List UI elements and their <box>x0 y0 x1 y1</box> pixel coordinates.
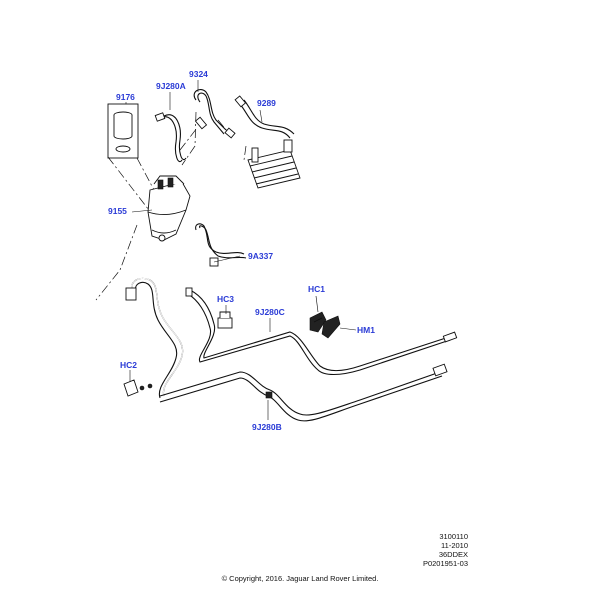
copyright-notice: © Copyright, 2016. Jaguar Land Rover Lim… <box>221 574 379 583</box>
callout-9155: 9155 <box>108 206 127 216</box>
callout-HM1: HM1 <box>357 325 375 335</box>
leader-lines <box>125 80 357 420</box>
fuel-filter-housing-9155 <box>147 175 191 242</box>
callout-9J280A: 9J280A <box>156 81 186 91</box>
fuel-pipes-main <box>125 277 458 422</box>
hose-9324 <box>193 89 236 139</box>
callout-9J280C: 9J280C <box>255 307 285 317</box>
callout-HC3: HC3 <box>217 294 234 304</box>
callout-9176: 9176 <box>116 92 135 102</box>
clip-HC3 <box>217 311 233 329</box>
callout-HC1: HC1 <box>308 284 325 294</box>
callout-9289: 9289 <box>257 98 276 108</box>
mount-HM1 <box>321 315 341 339</box>
hose-9J280A <box>154 112 187 162</box>
hose-9289 <box>234 95 295 139</box>
callout-9J280B: 9J280B <box>252 422 282 432</box>
filter-element-9176 <box>107 103 139 159</box>
callout-HC2: HC2 <box>120 360 137 370</box>
clip-HC1 <box>309 311 327 333</box>
reference-line-3: 36DDEX <box>438 550 468 559</box>
callout-9324: 9324 <box>189 69 208 79</box>
hose-9A337 <box>195 223 247 267</box>
reference-line-2: 11-2010 <box>441 541 468 550</box>
reference-line-1: 3100110 <box>439 532 468 541</box>
fuel-cooler <box>247 139 301 189</box>
drawing-reference: 3100110 11-2010 36DDEX P0201951-03 <box>423 532 468 568</box>
callout-9A337: 9A337 <box>248 251 273 261</box>
assembly-lines <box>95 111 247 301</box>
reference-line-4: P0201951-03 <box>422 559 468 568</box>
clip-9J280B <box>265 391 273 399</box>
clip-HC2 <box>123 379 153 397</box>
